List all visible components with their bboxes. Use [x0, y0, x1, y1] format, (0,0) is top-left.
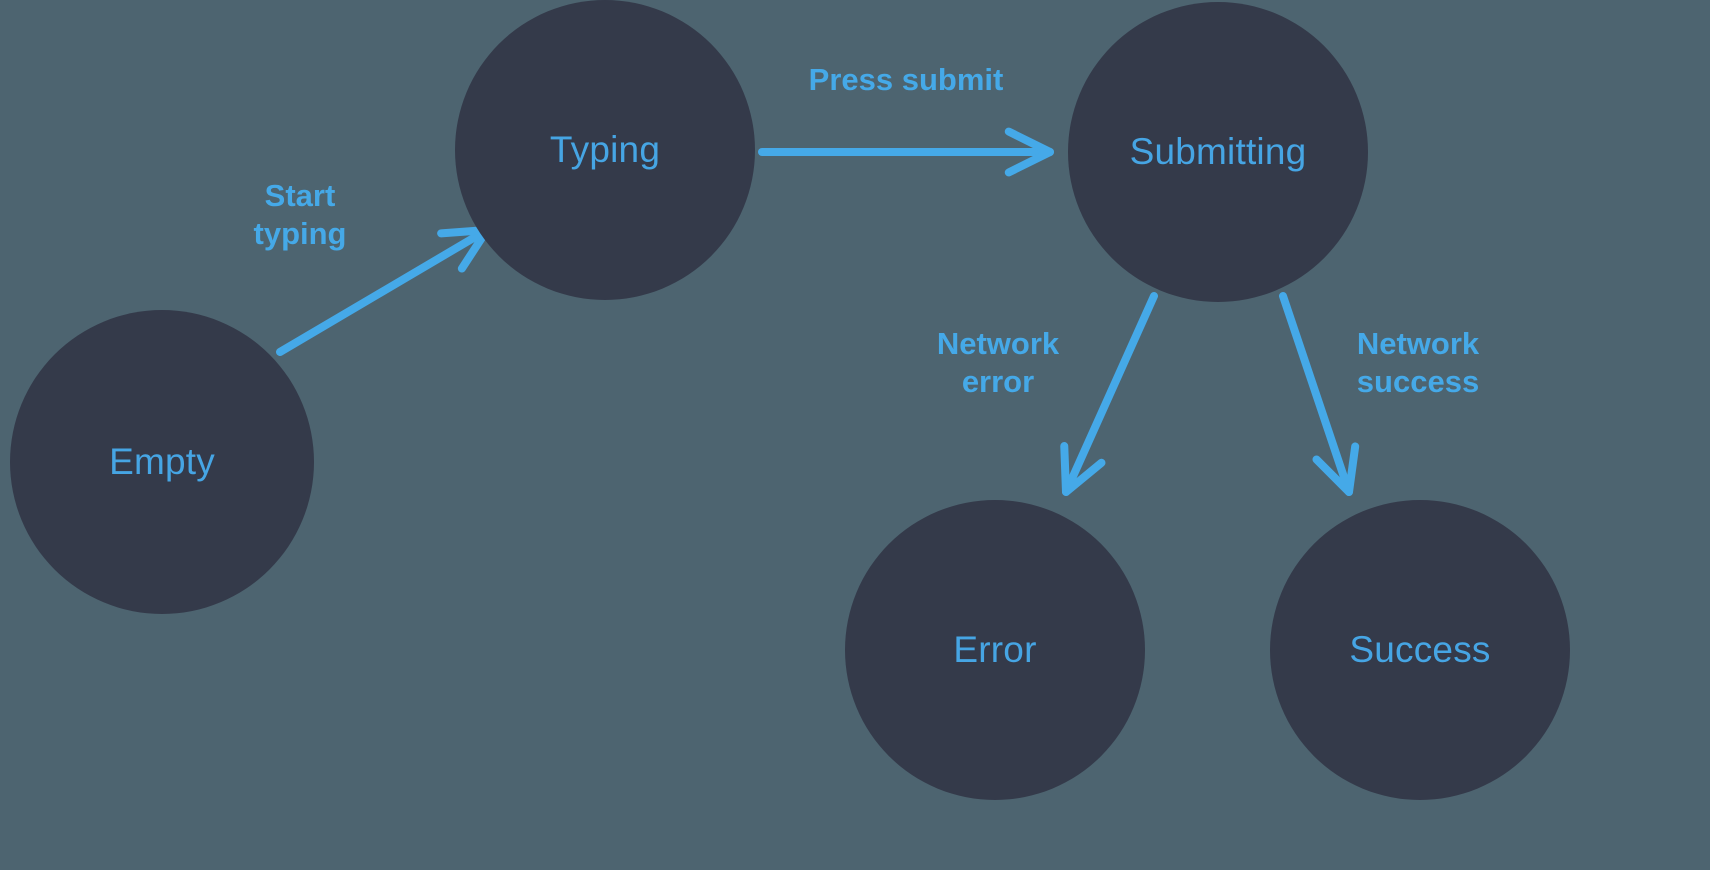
- edge-arrowhead: [1060, 442, 1106, 496]
- state-node-label: Empty: [109, 440, 215, 482]
- state-node-submitting[interactable]: Submitting: [1068, 2, 1368, 302]
- edge-line: [1279, 292, 1353, 496]
- state-node-label: Success: [1349, 628, 1491, 670]
- edge-label-network-success: Network success: [1356, 326, 1480, 399]
- edge-label-network-error: Network error: [936, 326, 1060, 399]
- state-node-label: Error: [953, 628, 1037, 670]
- edge-label-press-submit: Press submit: [808, 62, 1004, 98]
- edge-arrowhead: [1312, 442, 1360, 496]
- state-node-success[interactable]: Success: [1270, 500, 1570, 800]
- edge-line: [276, 226, 491, 356]
- state-node-empty[interactable]: Empty: [10, 310, 314, 614]
- state-node-error[interactable]: Error: [845, 500, 1145, 800]
- state-node-typing[interactable]: Typing: [455, 0, 755, 300]
- edges-group: [276, 127, 1360, 496]
- state-node-label: Typing: [549, 128, 661, 170]
- state-node-label: Submitting: [1129, 130, 1307, 172]
- edge-line: [1062, 292, 1158, 496]
- edge-arrowhead: [1004, 127, 1054, 177]
- edge-label-start-typing: Start typing: [253, 178, 347, 251]
